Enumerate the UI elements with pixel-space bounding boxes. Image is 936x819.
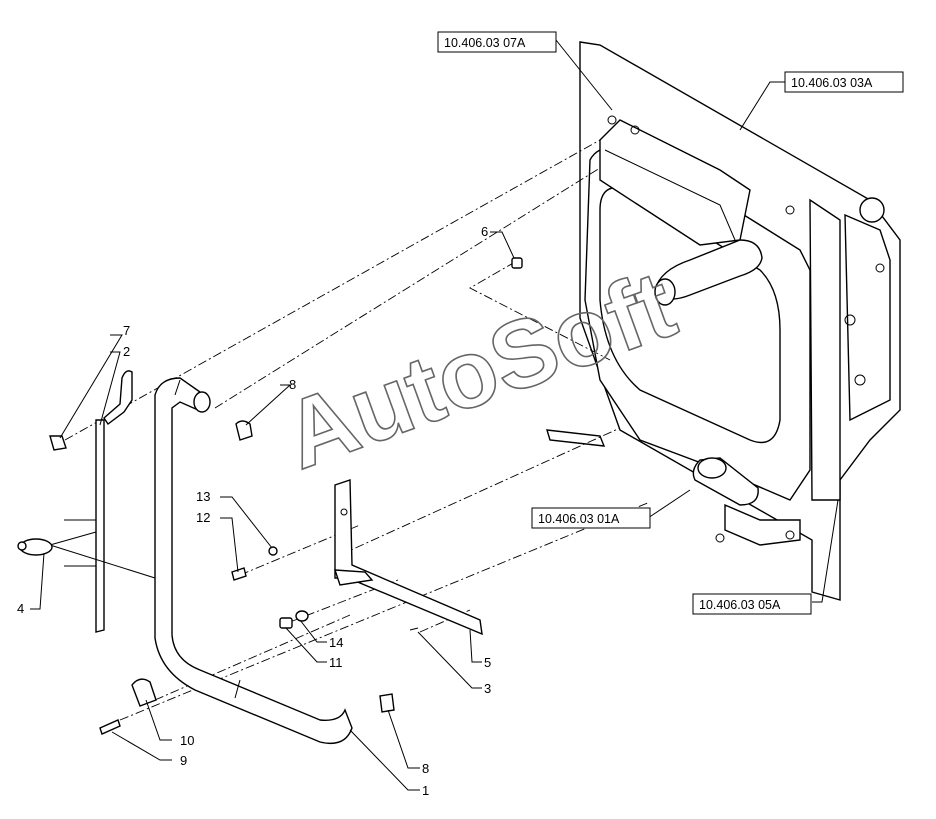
callout-6: 6 xyxy=(481,224,488,239)
reference-boxes: 10.406.03 07A 10.406.03 03A 10.406.03 01… xyxy=(437,31,904,615)
callout-10: 10 xyxy=(180,733,194,748)
callout-8-upper: 8 xyxy=(289,377,296,392)
assembly-lines xyxy=(64,139,651,721)
callout-3: 3 xyxy=(484,681,491,696)
callout-12: 12 xyxy=(196,510,210,525)
callout-11: 11 xyxy=(329,655,343,670)
bracket-item-5 xyxy=(334,479,483,636)
rod-item-2 xyxy=(17,370,156,633)
ref-10-406-03-05a: 10.406.03 05A xyxy=(699,598,781,612)
callout-13: 13 xyxy=(196,489,210,504)
callout-7: 7 xyxy=(123,323,130,338)
cooling-assembly xyxy=(546,41,901,601)
watermark: AutoSoft xyxy=(271,251,688,490)
callout-14: 14 xyxy=(329,635,343,650)
callout-numbers: 7 2 6 8 4 13 12 14 11 5 3 8 1 10 9 xyxy=(17,224,491,798)
ref-10-406-03-07a: 10.406.03 07A xyxy=(444,36,526,50)
leader-lines xyxy=(30,39,839,791)
callout-8-lower: 8 xyxy=(422,761,429,776)
ref-10-406-03-03a: 10.406.03 03A xyxy=(791,76,873,90)
pipe-item-1 xyxy=(154,377,353,745)
callout-5: 5 xyxy=(484,655,491,670)
callout-9: 9 xyxy=(180,753,187,768)
callout-1: 1 xyxy=(422,783,429,798)
callout-2: 2 xyxy=(123,344,130,359)
callout-4: 4 xyxy=(17,601,24,616)
ref-10-406-03-01a: 10.406.03 01A xyxy=(538,512,620,526)
hardware xyxy=(49,257,523,735)
